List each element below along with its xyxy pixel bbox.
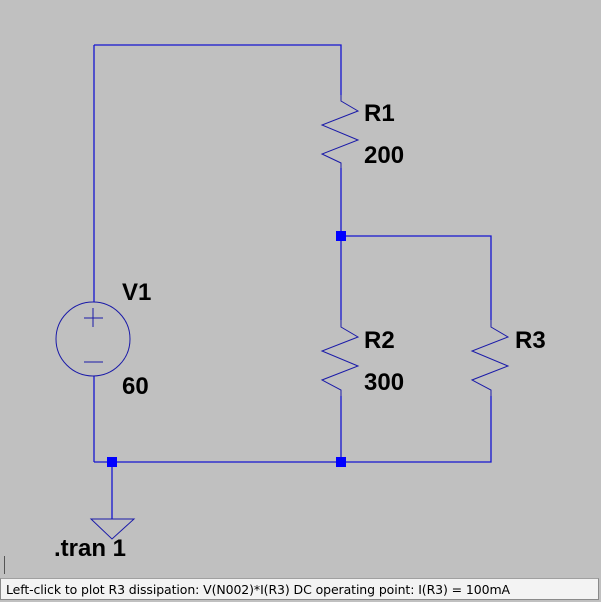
wire-top[interactable]: [94, 44, 342, 95]
plus-icon: [84, 308, 103, 327]
r1-name-label[interactable]: R1: [364, 100, 395, 127]
r3-name-label[interactable]: R3: [515, 327, 546, 354]
junction-node-ground[interactable]: [107, 457, 117, 467]
resistor-r1-symbol[interactable]: [320, 95, 360, 168]
v1-value-label[interactable]: 60: [122, 373, 149, 400]
schematic-canvas[interactable]: [0, 0, 601, 578]
r1-value-label[interactable]: 200: [364, 142, 405, 169]
tran-directive[interactable]: .tran 1: [54, 535, 127, 562]
junction-node-bottom-r2[interactable]: [336, 457, 346, 467]
status-text: Left-click to plot R3 dissipation: V(N00…: [6, 582, 510, 597]
resistor-r2-symbol[interactable]: [320, 320, 360, 396]
ground-icon[interactable]: [89, 518, 136, 540]
wire-node-r3[interactable]: [341, 235, 492, 320]
v1-name-label[interactable]: V1: [122, 279, 152, 306]
text-cursor: [4, 556, 5, 574]
wire-r3-bottom[interactable]: [94, 396, 492, 463]
resistor-r3-symbol[interactable]: [470, 320, 510, 396]
voltage-source-v1-symbol[interactable]: [55, 301, 131, 377]
r2-name-label[interactable]: R2: [364, 327, 395, 354]
junction-node-r1-r2-r3[interactable]: [336, 231, 346, 241]
status-bar: Left-click to plot R3 dissipation: V(N00…: [0, 578, 599, 600]
r2-value-label[interactable]: 300: [364, 369, 405, 396]
